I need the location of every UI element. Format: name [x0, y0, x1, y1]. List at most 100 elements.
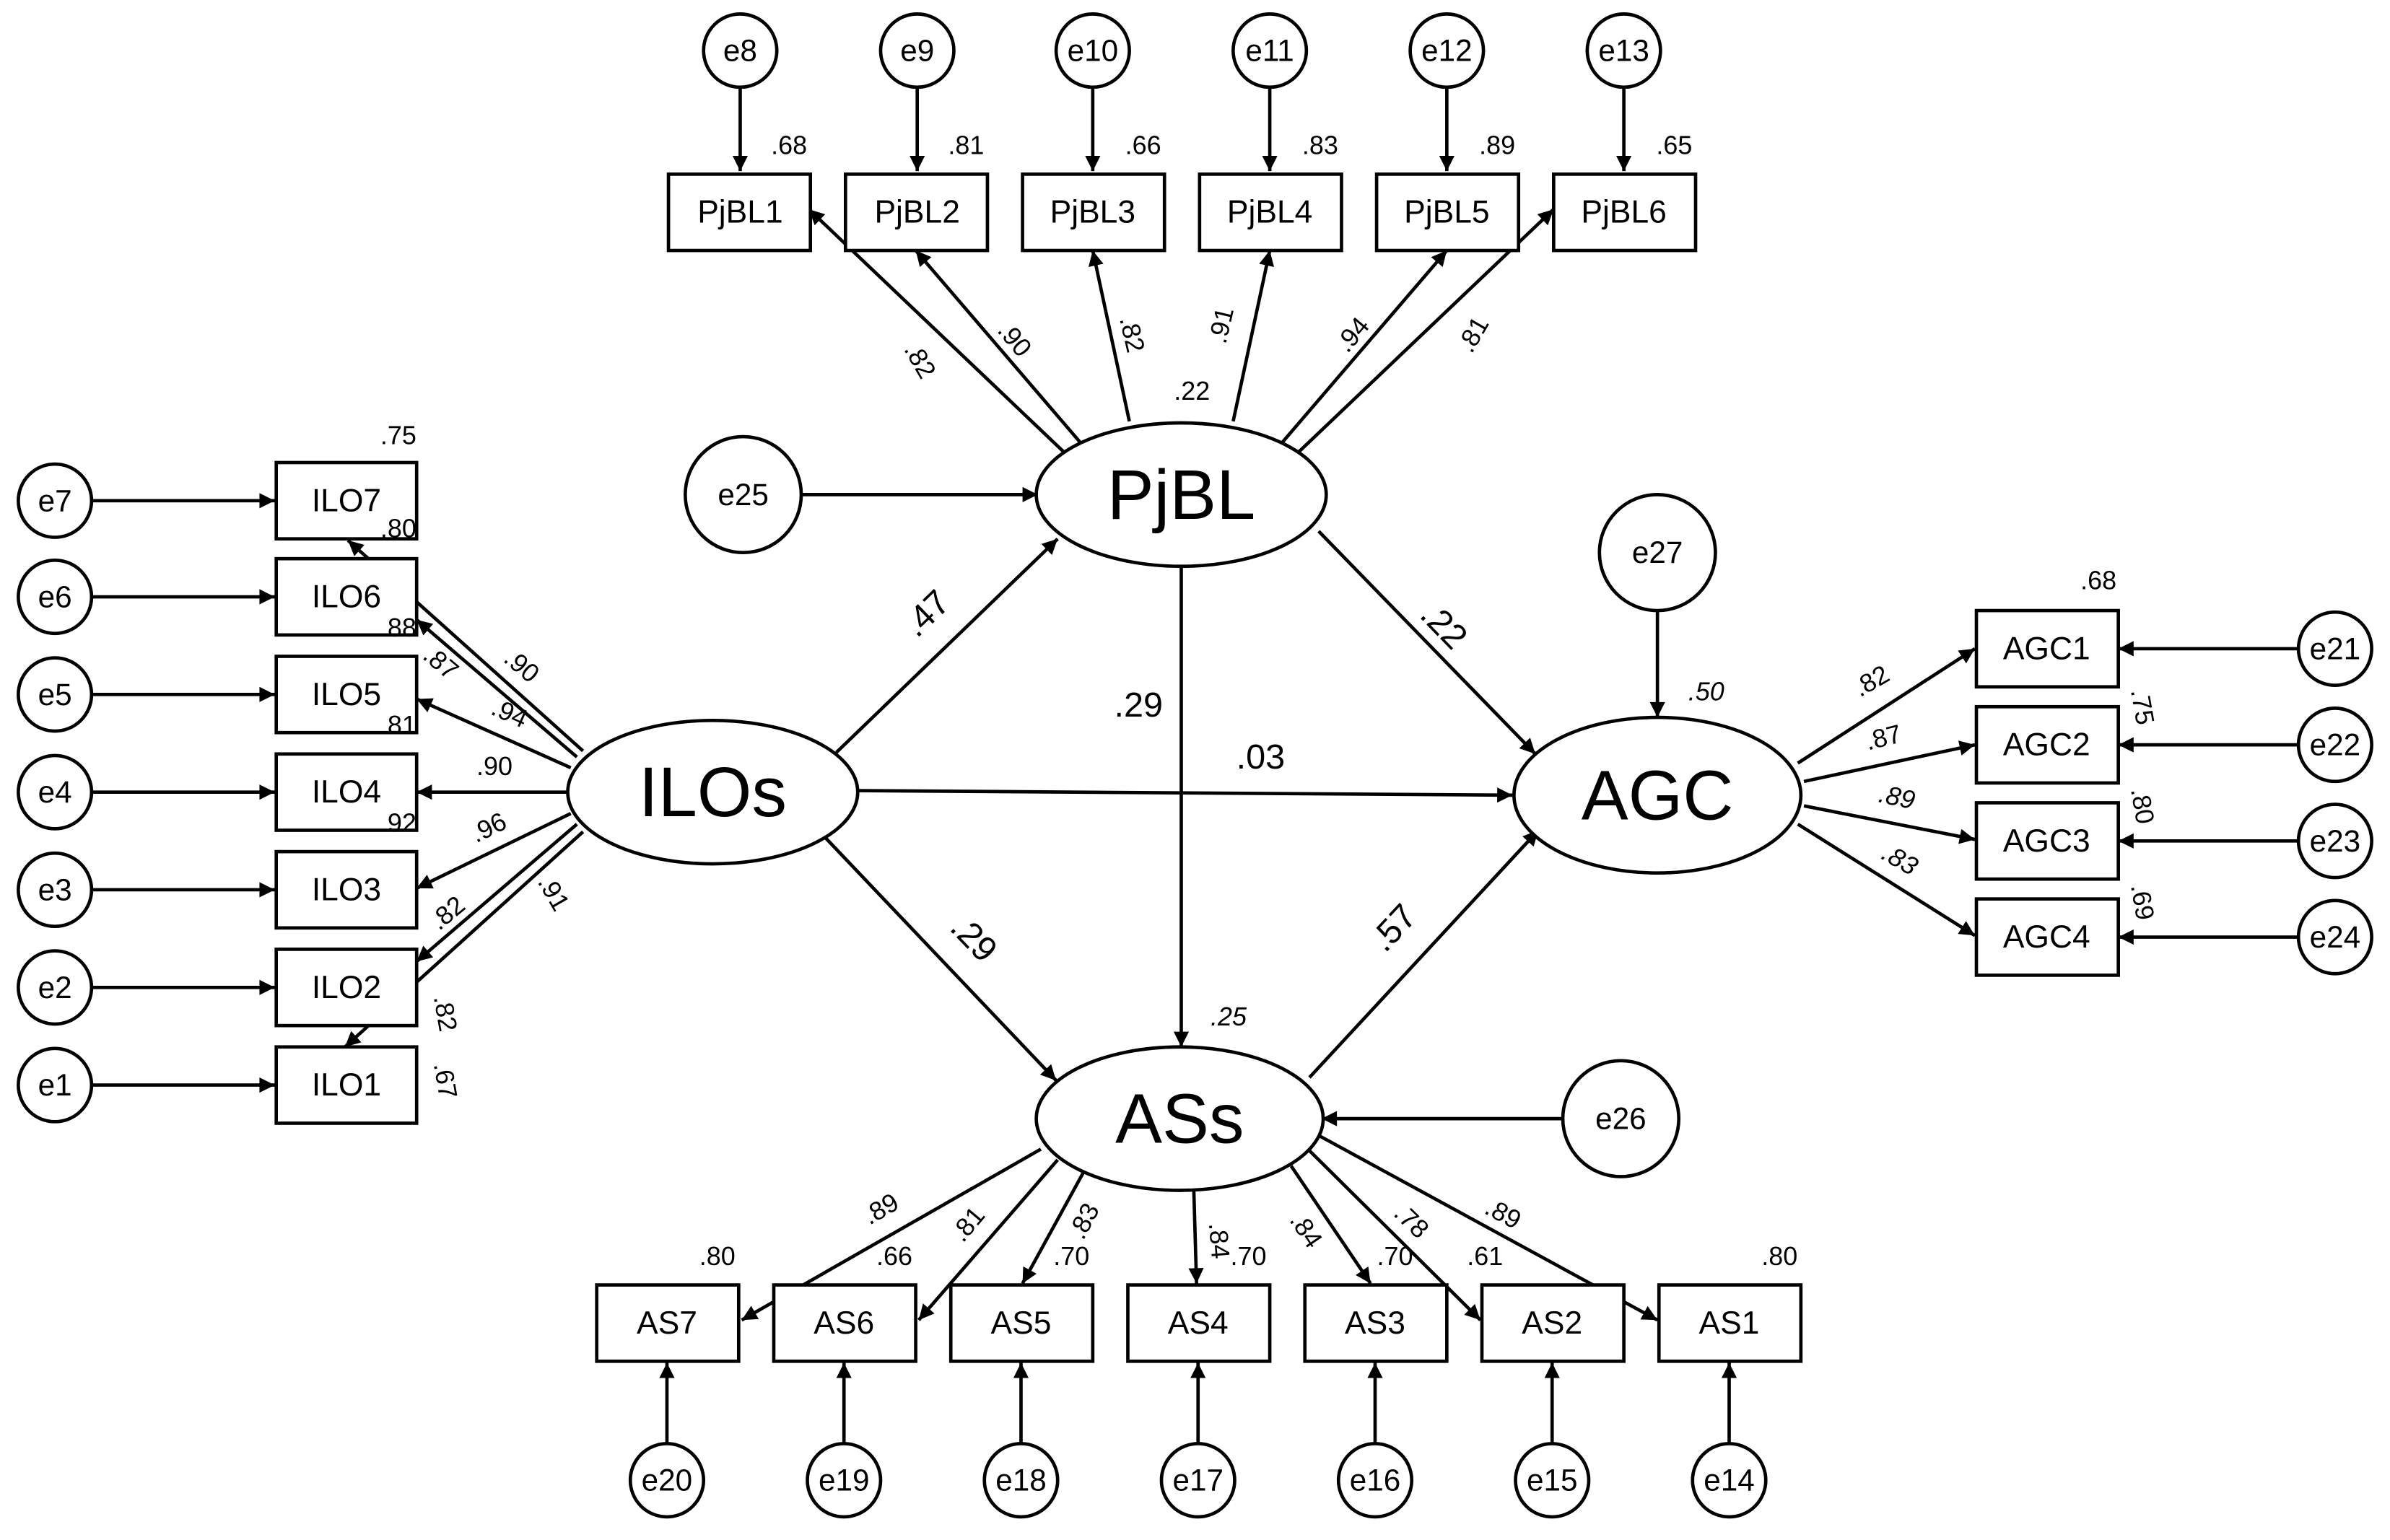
error-e9-label: e9 [900, 34, 934, 68]
error-e12 [1408, 12, 1486, 89]
error-e21 [2296, 610, 2373, 687]
indicator-agc1 [1974, 608, 2120, 689]
loading-pjbl1: .82 [899, 337, 942, 383]
loading-as5: .83 [1062, 1198, 1105, 1243]
load-pjbl-pjbl5 [1281, 249, 1449, 444]
r2-agc1: .68 [2080, 565, 2116, 595]
r2-as1: .80 [1761, 1241, 1797, 1271]
loading-pjbl4: .91 [1203, 305, 1239, 346]
r2-ilo1: .67 [428, 1060, 463, 1101]
error-e15-label: e15 [1527, 1464, 1578, 1497]
r2-as2: .61 [1467, 1241, 1503, 1271]
indicator-as7-label: AS7 [637, 1305, 697, 1341]
latent-ilos-label: ILOs [639, 753, 787, 831]
latent-agc-label: AGC [1582, 756, 1734, 834]
error-e4-label: e4 [38, 775, 72, 809]
indicator-ilo5-label: ILO5 [312, 677, 381, 712]
loading-ilo3: .96 [466, 806, 511, 849]
indicator-as1-label: AS1 [1699, 1305, 1760, 1341]
loading-ilo4: .90 [476, 751, 513, 781]
error-e6 [17, 558, 94, 636]
indicator-as3-label: AS3 [1345, 1305, 1405, 1341]
indicator-ilo7-label: ILO7 [312, 483, 381, 518]
indicator-agc4-label: AGC4 [2003, 919, 2090, 955]
error-e19 [806, 1442, 883, 1519]
load-ilos-ilo5 [416, 697, 572, 769]
loading-pjbl6: .81 [1451, 311, 1494, 357]
indicator-agc3 [1974, 801, 2120, 881]
indicator-pjbl1 [666, 172, 813, 253]
indicator-ilo2 [274, 948, 419, 1028]
indicator-ilo3-label: ILO3 [312, 872, 381, 907]
latent-ass [1034, 1045, 1325, 1192]
r2-pjbl5: .89 [1479, 131, 1515, 160]
indicator-as2 [1480, 1283, 1626, 1363]
error-e10-label: e10 [1068, 34, 1119, 68]
load-pjbl-pjbl3 [1088, 250, 1131, 422]
error-e16 [1336, 1442, 1414, 1519]
loading-as6: .81 [945, 1201, 991, 1248]
loading-ilo1: .91 [532, 870, 575, 916]
loading-as4: .84 [1203, 1222, 1236, 1260]
error-e26 [1561, 1059, 1681, 1178]
indicator-pjbl3-label: PjBL3 [1050, 195, 1135, 230]
load-ass-as2 [1308, 1149, 1482, 1321]
coef-ilos-ass: .29 [943, 908, 1005, 970]
indicator-as7 [595, 1283, 741, 1363]
indicator-ilo4-label: ILO4 [312, 774, 381, 810]
load-pjbl-pjbl4 [1231, 250, 1275, 422]
load-ass-as5 [1021, 1171, 1086, 1285]
r2-agc3: .80 [2125, 786, 2160, 826]
indicator-agc4 [1974, 897, 2120, 977]
load-agc-agc3 [1803, 804, 1976, 844]
r2-as7: .80 [699, 1241, 736, 1271]
load-ass-as3 [1289, 1165, 1372, 1285]
error-e4 [17, 753, 94, 831]
error-e8 [702, 12, 779, 89]
path-ilos-ass [823, 835, 1057, 1082]
indicator-ilo4 [274, 752, 419, 832]
indicator-as1 [1657, 1283, 1803, 1363]
error-e1-label: e1 [38, 1068, 72, 1102]
r2-pjbl: .22 [1174, 376, 1210, 406]
indicator-as2-label: AS2 [1522, 1305, 1582, 1341]
error-e8-label: e8 [723, 34, 757, 68]
loading-as7: .89 [858, 1187, 904, 1230]
error-e22-label: e22 [2310, 728, 2361, 762]
r2-agc: .50 [1688, 677, 1724, 706]
latent-pjbl-label: PjBL [1107, 455, 1255, 534]
error-e9 [878, 12, 956, 89]
r2-pjbl4: .83 [1302, 131, 1338, 160]
coef-pjbl-ass: .29 [1114, 686, 1163, 725]
loading-ilo2: .82 [424, 890, 471, 936]
error-e23 [2296, 802, 2373, 880]
load-ass-as4 [1188, 1178, 1204, 1284]
indicator-ilo2-label: ILO2 [312, 970, 381, 1005]
error-e16-label: e16 [1350, 1464, 1401, 1497]
indicator-agc2-label: AGC2 [2003, 727, 2090, 763]
error-e24-label: e24 [2310, 920, 2361, 954]
loading-agc3: .89 [1876, 779, 1917, 815]
coef-ilos-agc: .03 [1237, 738, 1286, 776]
load-agc-agc2 [1803, 740, 1976, 784]
error-e15 [1514, 1442, 1591, 1519]
loading-agc2: .87 [1862, 719, 1904, 756]
r2-as3: .70 [1377, 1241, 1413, 1271]
indicator-as3 [1303, 1283, 1449, 1363]
error-e17 [1159, 1442, 1237, 1519]
r2-as5: .70 [1053, 1241, 1089, 1271]
error-e14-label: e14 [1704, 1464, 1755, 1497]
load-agc-agc4 [1797, 823, 1976, 937]
indicator-as4-label: AS4 [1168, 1305, 1229, 1341]
indicator-as6 [772, 1283, 917, 1363]
r2-ass: .25 [1211, 1002, 1247, 1031]
error-e26-label: e26 [1595, 1102, 1647, 1136]
load-ass-as6 [917, 1158, 1059, 1321]
error-e14 [1691, 1442, 1768, 1519]
r2-pjbl3: .66 [1125, 131, 1161, 160]
indicator-pjbl6-label: PjBL6 [1581, 195, 1666, 230]
r2-ilo6: .80 [380, 513, 416, 543]
indicator-pjbl6 [1552, 172, 1698, 253]
indicator-pjbl3 [1021, 172, 1166, 253]
